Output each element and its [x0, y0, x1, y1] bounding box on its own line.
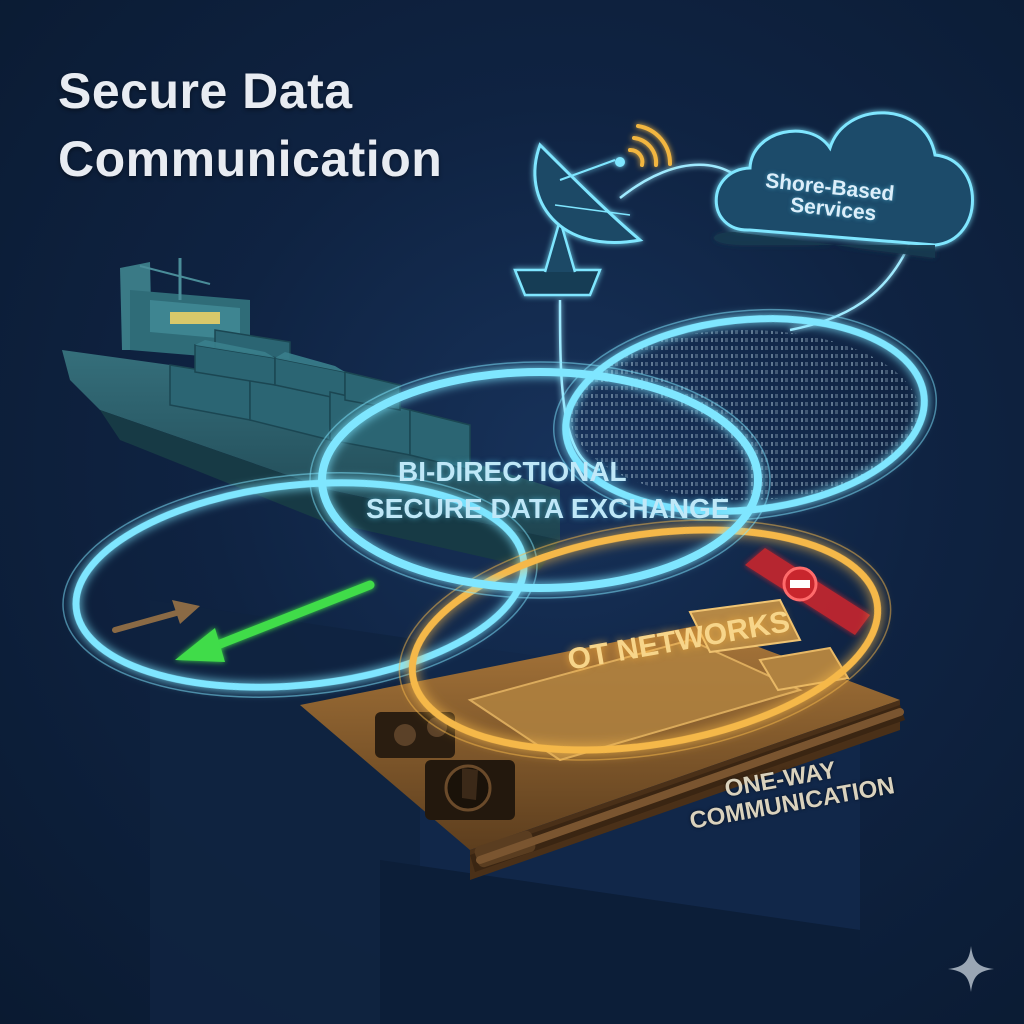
brown-arrow-icon	[112, 600, 200, 633]
ring-bidirectional	[318, 368, 762, 592]
page-title-line-2: Communication	[58, 131, 443, 187]
ot-console-desk	[300, 598, 905, 880]
satellite-dish-icon	[513, 142, 644, 297]
page-title-line-1: Secure Data	[58, 63, 353, 119]
network-rings	[62, 308, 938, 761]
no-entry-icon	[782, 566, 818, 602]
binary-data-texture	[570, 330, 920, 500]
bidirectional-label-line-1: BI-DIRECTIONAL	[398, 456, 627, 487]
bidirectional-label-line-2: SECURE DATA EXCHANGE	[366, 493, 730, 524]
green-arrow-icon	[175, 580, 375, 662]
ring-ot-networks-outer	[398, 519, 892, 761]
one-way-barrier	[745, 548, 870, 635]
data-flow-arrows	[112, 580, 375, 662]
ring-shore	[562, 315, 928, 515]
ring-shore-outer	[552, 308, 938, 522]
ring-ot-networks	[408, 526, 882, 754]
cloud-icon	[714, 111, 974, 258]
signal-waves-icon	[628, 124, 673, 167]
sparkle-icon	[948, 946, 994, 992]
ring-bidirectional-outer	[309, 361, 771, 599]
